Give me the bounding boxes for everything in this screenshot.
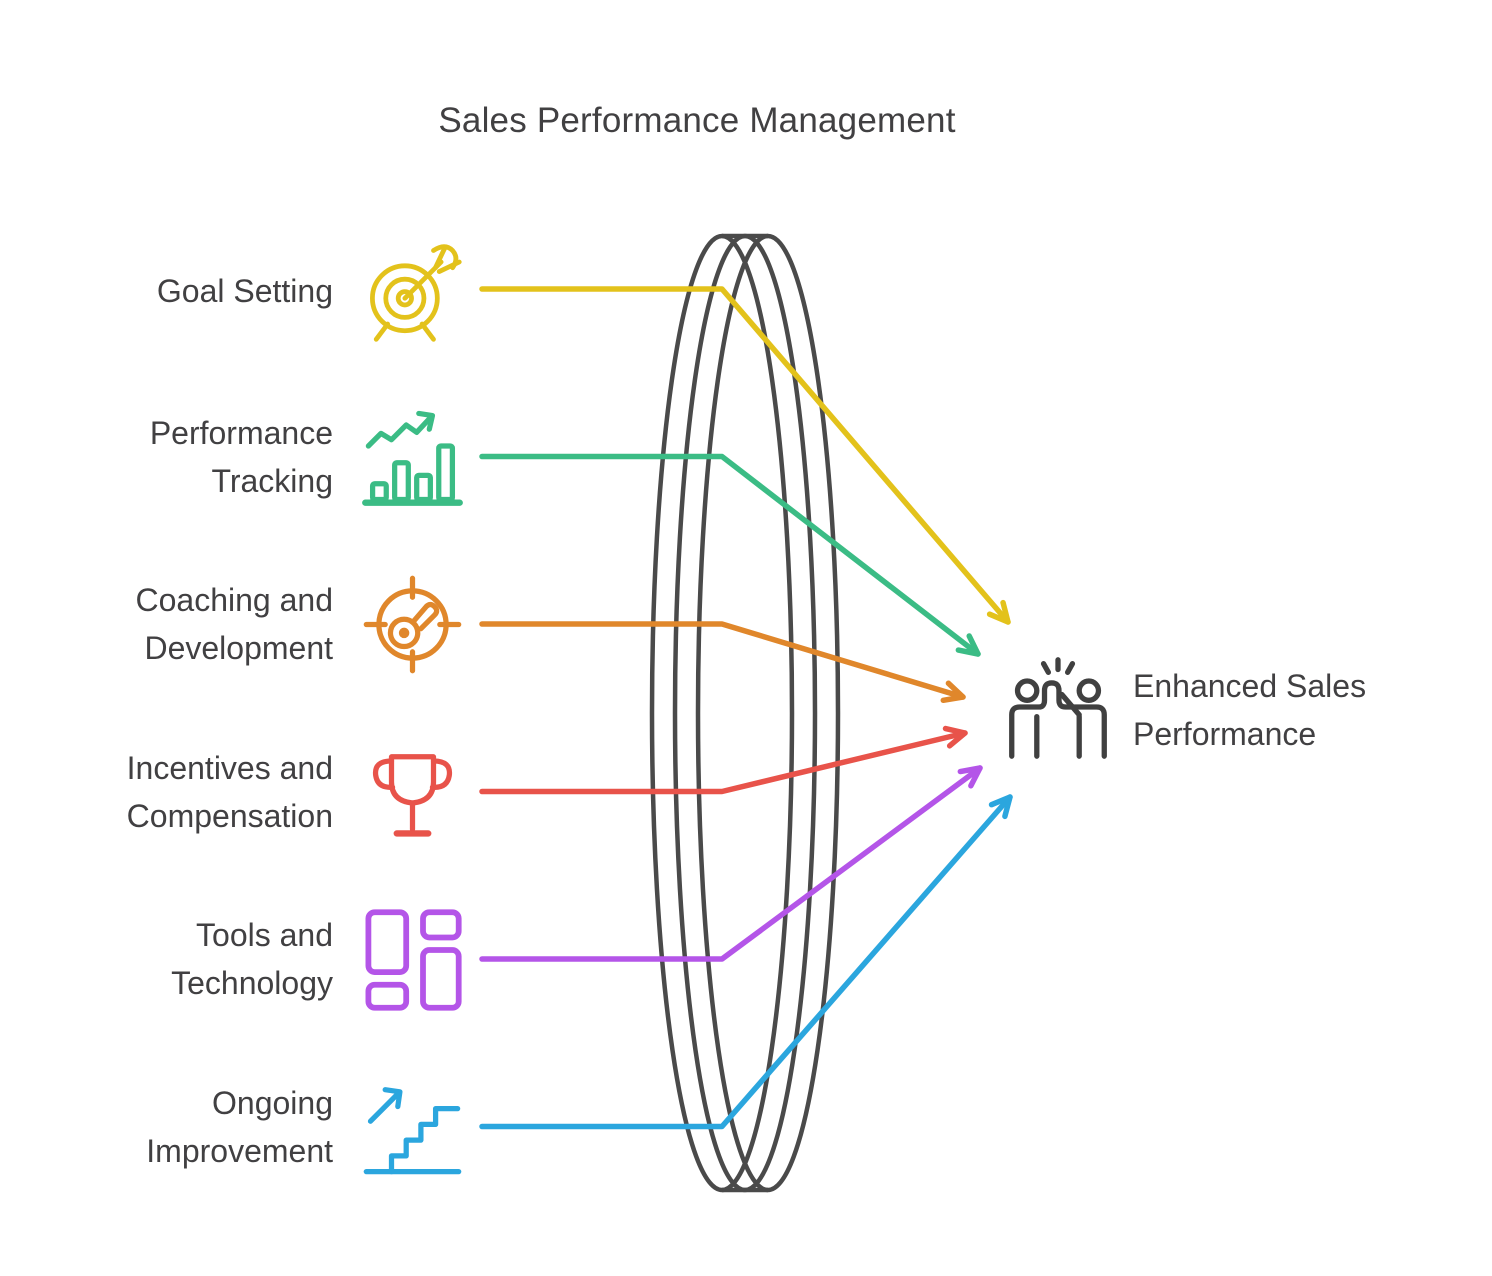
stairs-growth-icon bbox=[360, 1075, 465, 1180]
dashboard-grid-icon bbox=[360, 907, 465, 1012]
flow-line-coaching-and bbox=[479, 621, 966, 700]
flow-arrowhead-goal-setting bbox=[986, 599, 1011, 625]
flow-line-tools-and bbox=[479, 765, 983, 962]
flow-line-incentives-and bbox=[479, 730, 968, 795]
item-label-tools-technology: Tools and Technology bbox=[171, 917, 333, 1001]
flow-arrowhead-performance bbox=[955, 633, 981, 657]
flow-arrowhead-tools-and bbox=[957, 765, 983, 789]
item-label-goal-setting: Goal Setting bbox=[156, 273, 333, 309]
flow-arrowhead-incentives-and bbox=[942, 725, 968, 749]
bar-chart-growth-icon bbox=[360, 404, 465, 509]
lens-ellipse-middle bbox=[672, 233, 818, 1193]
flow-arrowhead-ongoing bbox=[988, 794, 1013, 820]
target-arrow-icon bbox=[360, 241, 465, 346]
trophy-icon bbox=[360, 740, 465, 845]
flow-line-goal-setting bbox=[479, 286, 1011, 625]
item-label-coaching-development: Coaching and Development bbox=[135, 582, 333, 666]
lens-ellipse-back bbox=[695, 233, 841, 1193]
flow-line-performance bbox=[479, 453, 981, 657]
flow-arrowhead-coaching-and bbox=[940, 680, 966, 704]
flow-arrows bbox=[479, 286, 1013, 1130]
result-label: Enhanced Sales Performance bbox=[1133, 668, 1367, 752]
item-label-performance-tracking: Performance Tracking bbox=[149, 415, 333, 499]
lens-shape bbox=[649, 233, 841, 1193]
item-label-ongoing-improvement: Ongoing Improvement bbox=[146, 1085, 333, 1169]
lens-ellipse-front bbox=[649, 233, 795, 1193]
key-target-icon bbox=[360, 572, 465, 677]
high-five-icon bbox=[1000, 655, 1116, 761]
item-label-incentives-compensation: Incentives and Compensation bbox=[126, 750, 333, 834]
flow-line-ongoing bbox=[479, 794, 1013, 1130]
page-title: Sales Performance Management bbox=[438, 101, 956, 140]
